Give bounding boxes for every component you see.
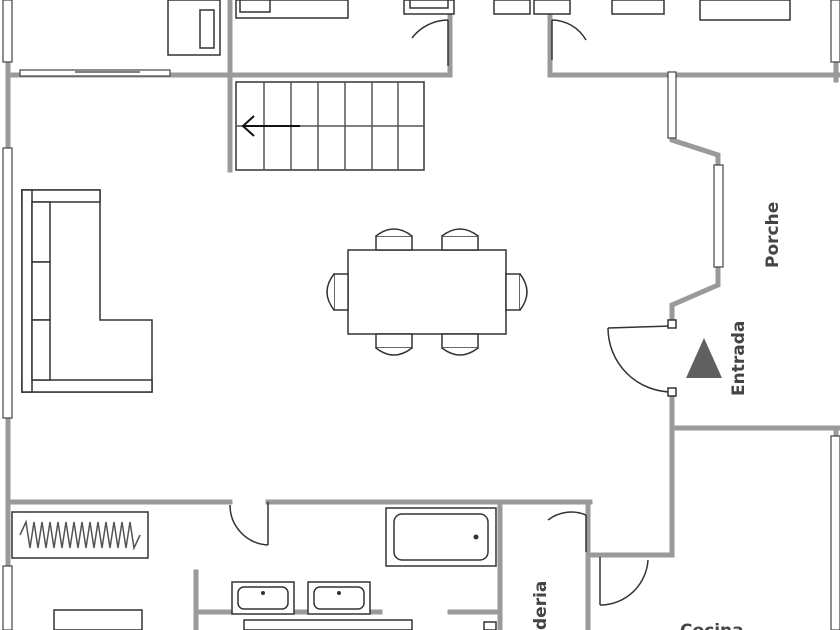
window-top-left <box>2 0 13 63</box>
arrow-left-icon <box>241 115 300 137</box>
sofa <box>21 189 153 393</box>
triangle-icon <box>686 338 722 378</box>
chair-top-right <box>441 228 479 251</box>
chair-top-left <box>375 228 413 251</box>
top-right-bed <box>699 0 791 21</box>
door-entrance <box>607 319 677 397</box>
top-cabinet-3 <box>533 0 571 15</box>
sliding-door-top-left <box>19 69 171 77</box>
chair-bottom-right <box>441 333 479 356</box>
chair-left <box>326 273 349 311</box>
window-porch-upper <box>667 71 677 139</box>
dining-table <box>326 228 528 356</box>
label-laundry: deria <box>531 581 551 630</box>
window-top-right <box>830 0 840 63</box>
table <box>347 249 507 335</box>
bathtub <box>385 507 497 567</box>
sink-left <box>231 581 295 615</box>
top-cabinet-4 <box>611 0 665 15</box>
chair-bottom-left <box>375 333 413 356</box>
bottom-left-bed <box>53 609 143 630</box>
window-porch <box>713 164 724 268</box>
doors <box>229 19 677 606</box>
top-cabinet-2 <box>493 0 531 15</box>
radiator <box>11 511 149 559</box>
window-left-lower <box>2 565 13 630</box>
door-bathroom <box>229 502 269 546</box>
door-laundry <box>547 511 587 552</box>
door-top-center-right <box>551 19 587 60</box>
label-porch: Porche <box>763 202 783 268</box>
door-kitchen <box>599 557 649 606</box>
label-kitchen: Cocina <box>680 621 744 630</box>
window-right-lower <box>830 435 840 630</box>
sink-right <box>307 581 371 615</box>
top-room-furniture <box>167 0 791 56</box>
door-top-center-left <box>411 19 449 66</box>
bathroom-counter <box>243 619 413 630</box>
label-entrance: Entrada <box>729 321 749 396</box>
chair-right <box>505 273 528 311</box>
stairs <box>235 81 425 171</box>
window-left-upper <box>2 147 13 419</box>
